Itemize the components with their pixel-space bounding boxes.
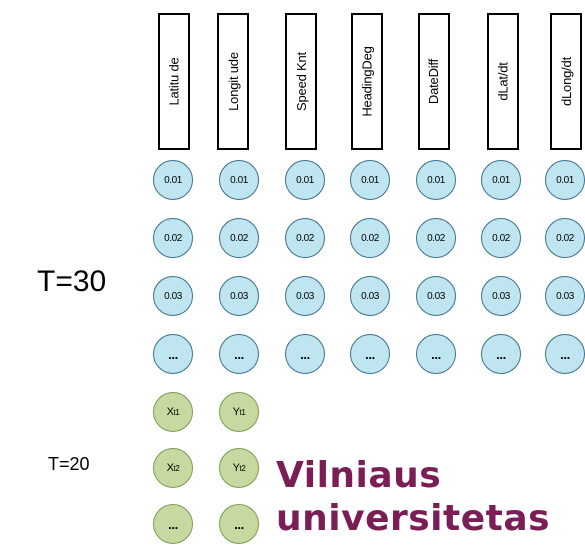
input-node: ... (481, 334, 521, 374)
sequence-length-label-output: T=20 (48, 454, 90, 474)
input-node: 0.03 (481, 276, 521, 316)
output-node-symbol: ... (234, 516, 244, 532)
input-node: 0.03 (153, 276, 193, 316)
input-node: ... (545, 334, 585, 374)
output-node-subscript: t2 (239, 463, 246, 473)
input-node: 0.02 (285, 218, 325, 258)
output-node: ... (219, 504, 259, 544)
input-node: 0.02 (545, 218, 585, 258)
input-node: 0.01 (285, 160, 325, 200)
feature-header-label: dLat/dt (495, 62, 511, 101)
input-node: 0.03 (416, 276, 456, 316)
feature-header-box: Speed Knt (285, 13, 317, 150)
feature-header-box: Latitu de (158, 13, 190, 150)
input-node: 0.02 (153, 218, 193, 258)
input-node: 0.01 (545, 160, 585, 200)
output-node: ... (153, 504, 193, 544)
feature-header-label: dLong/dt (558, 56, 574, 107)
feature-header-box: Longit ude (217, 13, 249, 150)
feature-header-label: Longit ude (225, 52, 241, 111)
input-node: 0.01 (219, 160, 259, 200)
output-node-symbol: ... (168, 516, 178, 532)
input-node: 0.03 (285, 276, 325, 316)
input-node: 0.02 (481, 218, 521, 258)
feature-header-label: Speed Knt (293, 52, 309, 111)
sequence-length-label-input: T=30 (37, 265, 107, 298)
input-node: 0.02 (219, 218, 259, 258)
output-node-symbol: Y (232, 406, 240, 418)
input-node: 0.03 (545, 276, 585, 316)
feature-header-label: Latitu de (166, 57, 182, 106)
feature-header-box: dLat/dt (487, 13, 519, 150)
input-node: 0.01 (350, 160, 390, 200)
university-name-line2: universitetas (276, 498, 551, 539)
input-node: 0.03 (219, 276, 259, 316)
feature-header-box: DateDiff (418, 13, 450, 150)
input-node: 0.02 (350, 218, 390, 258)
input-node: ... (153, 334, 193, 374)
output-node-subscript: t1 (239, 407, 246, 417)
input-node: 0.03 (350, 276, 390, 316)
input-node: 0.01 (481, 160, 521, 200)
input-node: 0.02 (416, 218, 456, 258)
output-node-symbol: X (166, 406, 174, 418)
feature-header-box: HeadingDeg (351, 13, 383, 150)
output-node-symbol: X (166, 462, 174, 474)
input-node: 0.01 (153, 160, 193, 200)
feature-header-label: HeadingDeg (359, 46, 375, 117)
input-node: ... (219, 334, 259, 374)
output-node-subscript: t1 (173, 407, 180, 417)
input-node: ... (416, 334, 456, 374)
input-node: ... (350, 334, 390, 374)
feature-header-label: DateDiff (426, 58, 442, 105)
output-node-symbol: Y (232, 462, 240, 474)
input-node: 0.01 (416, 160, 456, 200)
output-node-subscript: t2 (173, 463, 180, 473)
university-name-line1: Vilniaus (276, 455, 442, 496)
input-node: ... (285, 334, 325, 374)
feature-header-box: dLong/dt (550, 13, 582, 150)
